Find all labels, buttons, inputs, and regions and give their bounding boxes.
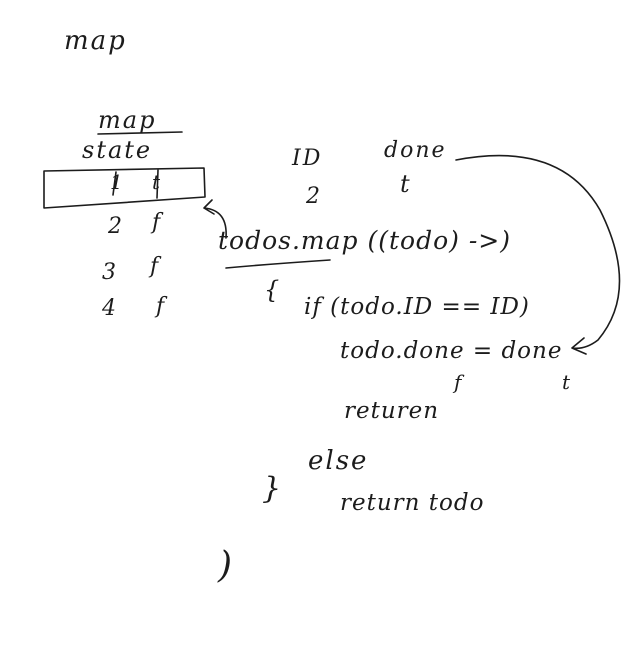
code-line-assign: todo.done = done	[340, 338, 563, 364]
title-underline	[97, 131, 183, 135]
state-box-title-line2: state	[82, 136, 153, 164]
state-box	[43, 167, 206, 209]
arrow-to-state-icon	[203, 199, 227, 239]
code-close-paren: )	[218, 545, 235, 586]
state-row-done: f	[150, 254, 161, 279]
param-id-label: ID	[292, 146, 323, 171]
state-row-id: 2	[108, 214, 124, 239]
code-open-brace: {	[264, 276, 282, 304]
state-box-title-line1: map	[98, 106, 157, 134]
state-row-id: 4	[102, 296, 118, 321]
page-title: map	[64, 26, 127, 56]
state-row-done: f	[152, 210, 163, 235]
param-done-label: done	[384, 138, 447, 163]
code-annot-t: t	[562, 370, 573, 394]
state-cell-done: t	[152, 170, 163, 194]
curved-arrow-icon	[455, 154, 621, 355]
param-id-value: 2	[306, 184, 322, 209]
code-line-return-todo: return todo	[340, 490, 485, 516]
code-line-map-call: todos.map ((todo) ->)	[218, 226, 511, 255]
code-line-if: if (todo.ID == ID)	[304, 294, 530, 320]
state-box-divider	[112, 171, 117, 196]
param-done-value: t	[400, 170, 412, 198]
state-box-divider	[156, 169, 159, 199]
code-line-return: returen	[344, 398, 440, 424]
code-annot-f: f	[454, 370, 464, 394]
state-row-id: 3	[102, 260, 118, 285]
state-row-done: f	[156, 294, 167, 319]
code-close-brace: }	[262, 471, 284, 506]
code-underline	[225, 259, 331, 269]
state-cell-id: 1	[110, 170, 125, 194]
code-line-else: else	[308, 446, 369, 476]
